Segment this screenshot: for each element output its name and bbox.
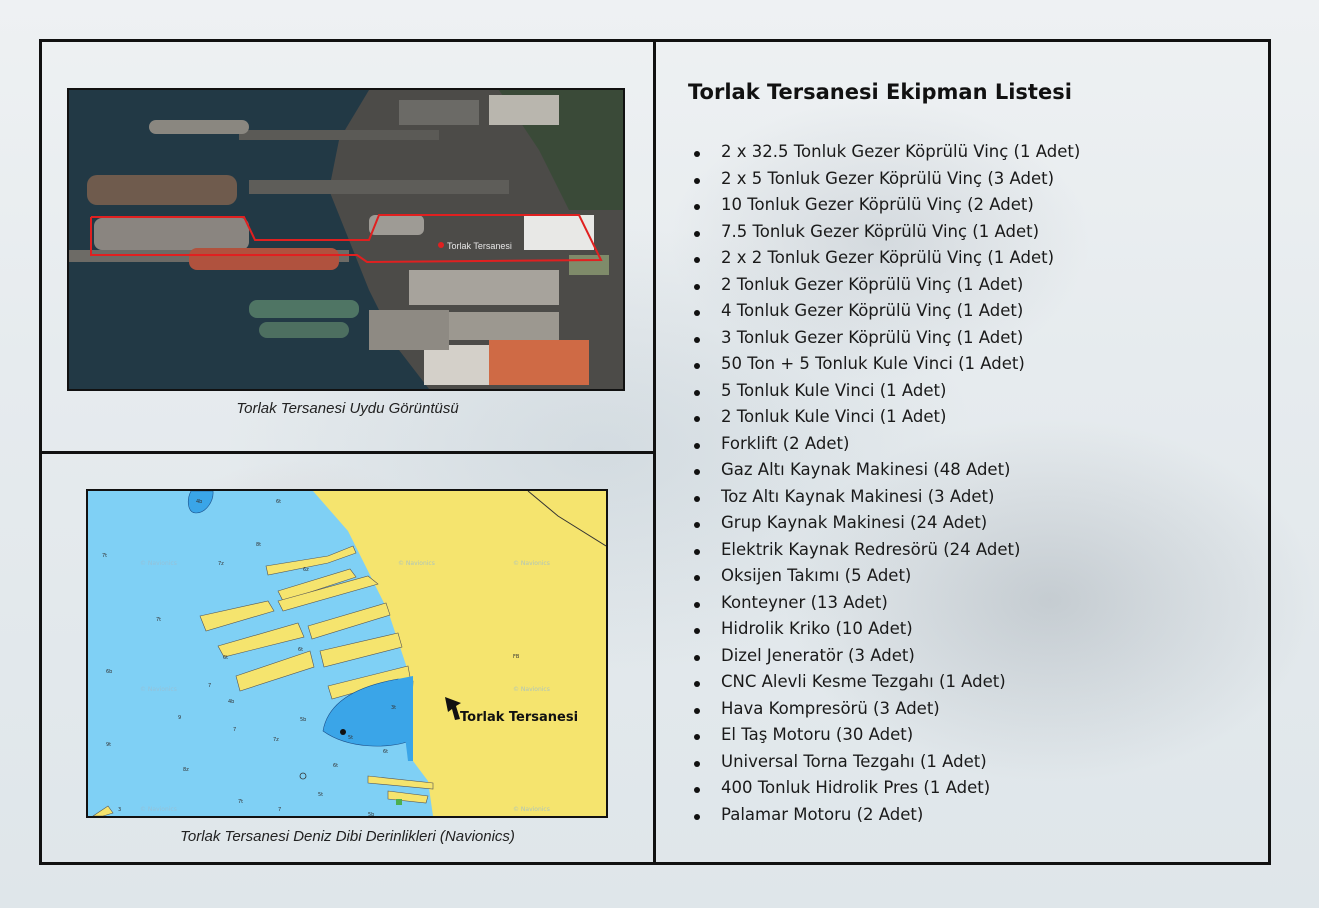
list-item: El Taş Motoru (30 Adet): [690, 722, 1080, 749]
svg-text:7t: 7t: [156, 617, 161, 623]
svg-text:6t: 6t: [223, 655, 228, 661]
chart-caption: Torlak Tersanesi Deniz Dibi Derinlikleri…: [180, 828, 515, 845]
satellite-marker-label: Torlak Tersanesi: [447, 241, 512, 251]
list-item: CNC Alevli Kesme Tezgahı (1 Adet): [690, 669, 1080, 696]
depth-chart: 4b 6t 7t 7z 8t 6z 7t 6t 6t 6b 7 9 7 7z 5…: [86, 489, 608, 818]
wreck-icon: [299, 772, 307, 780]
svg-text:4b: 4b: [228, 699, 234, 705]
svg-text:© Navionics: © Navionics: [513, 686, 550, 693]
list-item: Hava Kompresörü (3 Adet): [690, 696, 1080, 723]
svg-text:© Navionics: © Navionics: [140, 806, 177, 813]
svg-text:FB: FB: [513, 654, 520, 660]
shipyard-outline: [90, 214, 603, 264]
svg-text:6t: 6t: [333, 763, 338, 769]
svg-text:© Navionics: © Navionics: [513, 560, 550, 567]
list-item: 3 Tonluk Gezer Köprülü Vinç (1 Adet): [690, 325, 1080, 352]
depth-chart-drawing: 4b 6t 7t 7z 8t 6z 7t 6t 6t 6b 7 9 7 7z 5…: [88, 491, 606, 816]
svg-text:7: 7: [208, 683, 211, 689]
svg-text:7z: 7z: [273, 737, 279, 743]
svg-text:5t: 5t: [318, 792, 323, 798]
list-item: Gaz Altı Kaynak Makinesi (48 Adet): [690, 457, 1080, 484]
svg-text:7t: 7t: [238, 799, 243, 805]
satellite-drawing: Torlak Tersanesi: [69, 90, 623, 389]
list-item: Grup Kaynak Makinesi (24 Adet): [690, 510, 1080, 537]
svg-text:6t: 6t: [383, 749, 388, 755]
svg-text:5b: 5b: [368, 812, 374, 816]
svg-text:© Navionics: © Navionics: [513, 806, 550, 813]
svg-text:8t: 8t: [256, 542, 261, 548]
svg-text:9t: 9t: [106, 742, 111, 748]
list-item: Hidrolik Kriko (10 Adet): [690, 616, 1080, 643]
list-item: 4 Tonluk Gezer Köprülü Vinç (1 Adet): [690, 298, 1080, 325]
list-item: 2 Tonluk Gezer Köprülü Vinç (1 Adet): [690, 272, 1080, 299]
svg-text:5t: 5t: [348, 735, 353, 741]
equipment-title: Torlak Tersanesi Ekipman Listesi: [688, 80, 1072, 104]
equipment-list: 2 x 32.5 Tonluk Gezer Köprülü Vinç (1 Ad…: [690, 139, 1080, 828]
svg-text:7: 7: [233, 727, 236, 733]
svg-text:© Navionics: © Navionics: [140, 686, 177, 693]
satellite-caption: Torlak Tersanesi Uydu Görüntüsü: [236, 400, 459, 417]
svg-text:4b: 4b: [196, 499, 202, 505]
list-item: 2 x 32.5 Tonluk Gezer Köprülü Vinç (1 Ad…: [690, 139, 1080, 166]
list-item: 10 Tonluk Gezer Köprülü Vinç (2 Adet): [690, 192, 1080, 219]
horizontal-divider: [39, 451, 656, 454]
list-item: Toz Altı Kaynak Makinesi (3 Adet): [690, 484, 1080, 511]
list-item: Konteyner (13 Adet): [690, 590, 1080, 617]
svg-text:6t: 6t: [276, 499, 281, 505]
svg-text:9: 9: [178, 715, 181, 721]
svg-text:5b: 5b: [300, 717, 306, 723]
svg-text:© Navionics: © Navionics: [140, 560, 177, 567]
svg-text:8z: 8z: [183, 767, 189, 773]
svg-text:3t: 3t: [391, 705, 396, 711]
marina-icon: [396, 799, 402, 805]
svg-text:7z: 7z: [218, 561, 224, 567]
list-item: Palamar Motoru (2 Adet): [690, 802, 1080, 829]
chart-marker-label: Torlak Tersanesi: [460, 710, 578, 725]
satellite-image: Torlak Tersanesi: [67, 88, 625, 391]
svg-text:6t: 6t: [298, 647, 303, 653]
list-item: 2 Tonluk Kule Vinci (1 Adet): [690, 404, 1080, 431]
svg-text:6z: 6z: [303, 567, 309, 573]
list-item: 2 x 5 Tonluk Gezer Köprülü Vinç (3 Adet): [690, 166, 1080, 193]
svg-text:7: 7: [278, 807, 281, 813]
svg-text:© Navionics: © Navionics: [398, 560, 435, 567]
location-arrow-icon: [445, 697, 461, 720]
list-item: 50 Ton + 5 Tonluk Kule Vinci (1 Adet): [690, 351, 1080, 378]
svg-text:7t: 7t: [102, 553, 107, 559]
list-item: 7.5 Tonluk Gezer Köprülü Vinç (1 Adet): [690, 219, 1080, 246]
list-item: 2 x 2 Tonluk Gezer Köprülü Vinç (1 Adet): [690, 245, 1080, 272]
list-item: 5 Tonluk Kule Vinci (1 Adet): [690, 378, 1080, 405]
list-item: 400 Tonluk Hidrolik Pres (1 Adet): [690, 775, 1080, 802]
list-item: Universal Torna Tezgahı (1 Adet): [690, 749, 1080, 776]
list-item: Dizel Jeneratör (3 Adet): [690, 643, 1080, 670]
list-item: Oksijen Takımı (5 Adet): [690, 563, 1080, 590]
list-item: Elektrik Kaynak Redresörü (24 Adet): [690, 537, 1080, 564]
svg-text:6b: 6b: [106, 669, 112, 675]
svg-text:3: 3: [118, 807, 121, 813]
buoy-icon: [340, 729, 346, 735]
location-pin-icon: [438, 242, 444, 248]
list-item: Forklift (2 Adet): [690, 431, 1080, 458]
